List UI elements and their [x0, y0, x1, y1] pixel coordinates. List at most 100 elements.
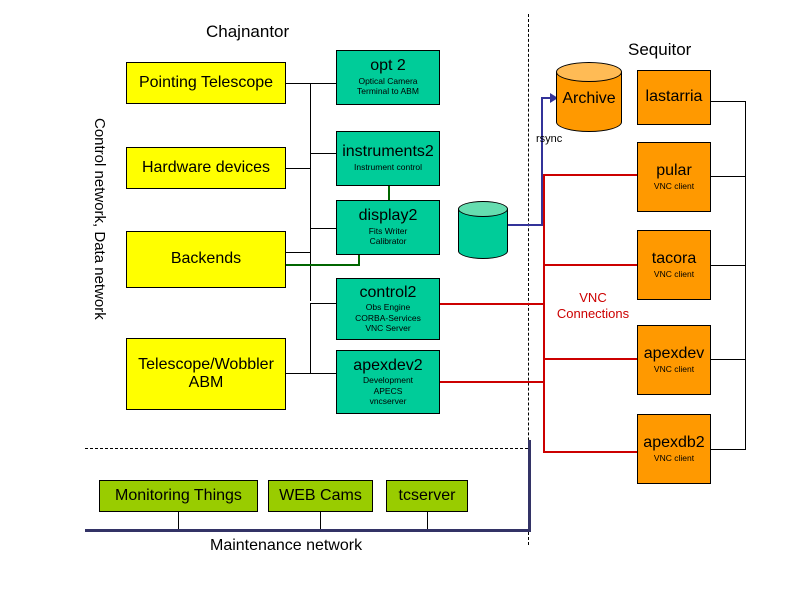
node-role: Fits Writer	[368, 226, 408, 237]
node-role: Development	[362, 375, 414, 386]
node-label: apexdev	[643, 344, 705, 362]
maintenance-bus-riser	[528, 440, 531, 532]
connector-pointing-telescope	[286, 83, 311, 84]
node-tcserver[interactable]: tcserver	[386, 480, 468, 512]
connector-bus-left-lower	[310, 303, 311, 373]
node-backends[interactable]: Backends	[126, 231, 286, 288]
node-label: Backends	[170, 250, 242, 268]
connector-hardware-devices	[286, 168, 311, 169]
node-apexdb2[interactable]: apexdb2 VNC client	[637, 414, 711, 484]
data-path-backends-v	[358, 250, 360, 266]
connector-tacora	[711, 265, 746, 266]
node-opt2[interactable]: opt 2 Optical Camera Terminal to ABM	[336, 50, 440, 105]
vnc-link-apexdev	[543, 358, 638, 360]
connector-pular	[711, 176, 746, 177]
data-path-backends-h	[286, 264, 360, 266]
node-role: Optical Camera	[358, 76, 418, 87]
control-data-network-label: Control network, Data network	[91, 118, 108, 320]
connector-abm	[286, 373, 311, 374]
site-label-chajnantor: Chajnantor	[206, 22, 290, 41]
node-instruments2[interactable]: instruments2 Instrument control	[336, 131, 440, 186]
connector-to-apexdev2	[310, 373, 336, 374]
node-role: Obs Engine	[365, 302, 411, 313]
node-tacora[interactable]: tacora VNC client	[637, 230, 711, 300]
vnc-label-line2: Connections	[556, 306, 630, 322]
connector-bus-right	[745, 101, 746, 450]
node-role: vncserver	[369, 396, 407, 407]
node-lastarria[interactable]: lastarria	[637, 70, 711, 125]
node-role: VNC client	[653, 452, 695, 463]
node-label: tcserver	[398, 486, 456, 504]
storage-archive[interactable]: Archive	[556, 62, 622, 137]
node-role: VNC client	[653, 363, 695, 374]
vnc-link-control2	[439, 303, 545, 305]
rsync-arrow-icon	[550, 93, 558, 103]
site-divider	[528, 14, 529, 545]
node-role: Instrument control	[353, 162, 423, 173]
archive-label: Archive	[562, 90, 616, 107]
node-telescope-wobbler-abm[interactable]: Telescope/Wobbler ABM	[126, 338, 286, 410]
connector-tcserver	[427, 511, 428, 530]
node-role: VNC client	[653, 180, 695, 191]
cylinder-top	[458, 201, 508, 217]
connector-to-opt2	[310, 83, 336, 84]
vnc-link-apexdb2	[543, 451, 638, 453]
connector-to-control2	[310, 303, 336, 304]
node-hardware-devices[interactable]: Hardware devices	[126, 147, 286, 189]
node-web-cams[interactable]: WEB Cams	[268, 480, 373, 512]
node-label: WEB Cams	[279, 486, 362, 504]
node-apexdev2[interactable]: apexdev2 Development APECS vncserver	[336, 350, 440, 414]
rsync-path-from-disk	[507, 224, 543, 226]
node-pular[interactable]: pular VNC client	[637, 142, 711, 212]
node-label: Telescope/Wobbler ABM	[138, 355, 274, 391]
connector-monitoring-things	[178, 511, 179, 530]
connector-bus-left	[310, 83, 311, 301]
node-role: Calibrator	[369, 236, 407, 247]
node-label: apexdev2	[353, 356, 423, 374]
vnc-link-pular	[543, 174, 638, 176]
node-label: tacora	[651, 249, 697, 267]
node-display2[interactable]: display2 Fits Writer Calibrator	[336, 200, 440, 255]
storage-local-disk[interactable]	[458, 201, 508, 263]
node-label: apexdb2	[643, 433, 705, 451]
node-label: display2	[358, 207, 418, 225]
connector-to-instruments2	[310, 153, 336, 154]
vnc-link-apexdev2	[439, 381, 545, 383]
rsync-path-vertical	[541, 97, 543, 226]
node-role: CORBA-Services	[355, 312, 421, 323]
node-label: Monitoring Things	[115, 486, 242, 504]
node-label: Pointing Telescope	[138, 73, 274, 91]
vnc-link-tacora	[543, 264, 638, 266]
node-label: control2	[359, 283, 417, 301]
maintenance-bus	[85, 529, 530, 532]
connector-lastarria	[711, 101, 746, 102]
node-role: Terminal to ABM	[357, 86, 419, 97]
node-role: APECS	[373, 385, 403, 396]
node-label: pular	[656, 161, 692, 179]
node-label: Hardware devices	[141, 158, 271, 176]
rsync-label: rsync	[536, 133, 563, 145]
vnc-bus-vertical	[543, 174, 545, 453]
connector-backends	[286, 252, 311, 253]
vnc-connections-label: VNC Connections	[553, 290, 633, 323]
connector-to-display2	[310, 228, 336, 229]
node-label: opt 2	[370, 57, 406, 75]
node-role: VNC client	[653, 268, 695, 279]
maintenance-network-label: Maintenance network	[210, 537, 363, 554]
site-label-sequitor: Sequitor	[628, 40, 692, 59]
node-label: lastarria	[645, 88, 703, 106]
rsync-path-to-archive	[541, 97, 556, 99]
vnc-label-line1: VNC	[579, 290, 607, 305]
node-control2[interactable]: control2 Obs Engine CORBA-Services VNC S…	[336, 278, 440, 340]
node-pointing-telescope[interactable]: Pointing Telescope	[126, 62, 286, 104]
node-label: instruments2	[342, 143, 434, 161]
connector-apexdev	[711, 359, 746, 360]
connector-web-cams	[320, 511, 321, 530]
node-apexdev[interactable]: apexdev VNC client	[637, 325, 711, 395]
data-path-instruments-display	[388, 185, 390, 200]
node-role: VNC Server	[365, 323, 411, 334]
cylinder-top	[556, 62, 622, 82]
network-separator	[85, 448, 528, 449]
node-monitoring-things[interactable]: Monitoring Things	[99, 480, 258, 512]
